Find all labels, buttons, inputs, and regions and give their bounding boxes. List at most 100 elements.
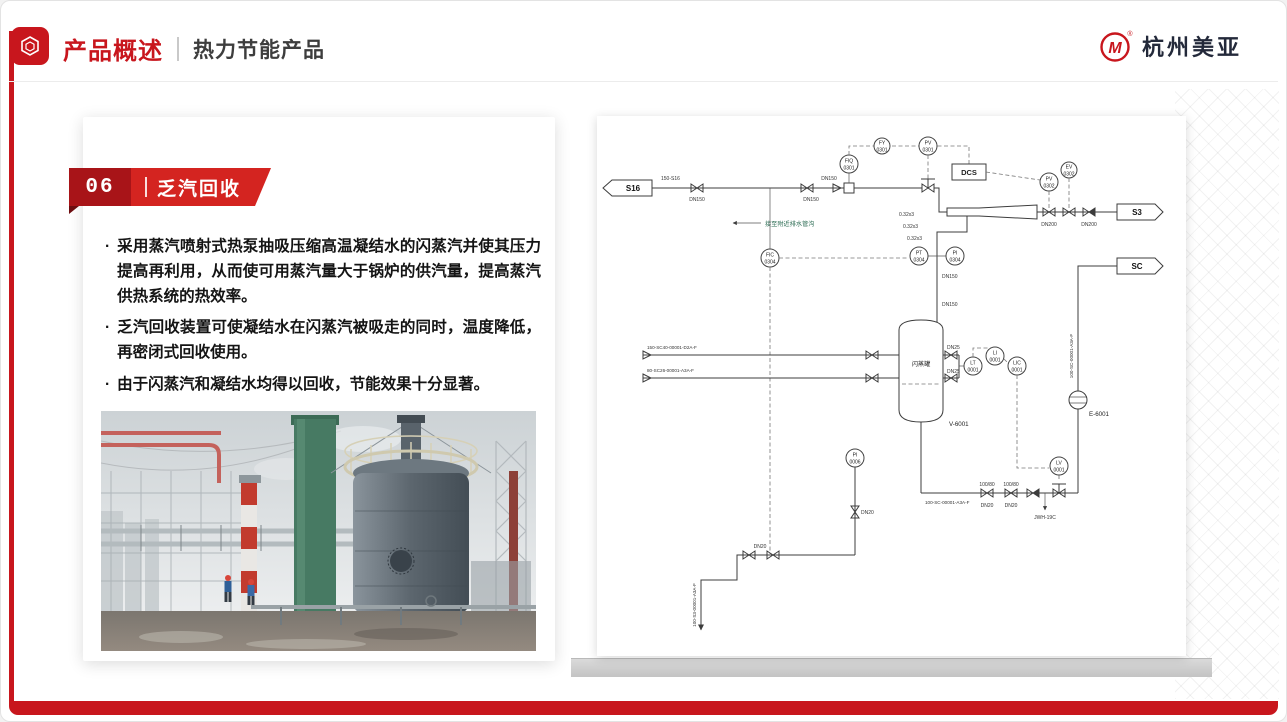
svg-text:0001: 0001 [1053, 468, 1064, 474]
diagram-pedestal [571, 658, 1212, 677]
svg-text:LI: LI [993, 351, 997, 357]
svg-text:PV: PV [925, 141, 932, 147]
svg-text:0302: 0302 [1043, 184, 1054, 190]
svg-text:DN20: DN20 [861, 510, 874, 516]
section-badge: 06 乏汽回收 [69, 168, 271, 206]
svg-text:0304: 0304 [949, 258, 960, 264]
badge-fold [69, 206, 79, 214]
brand-m-icon: M ® [1100, 30, 1133, 62]
cube-icon [21, 36, 39, 56]
bullet-item: · 由于闪蒸汽和凝结水均得以回收，节能效果十分显著。 [105, 373, 541, 398]
svg-text:0001: 0001 [1011, 368, 1022, 374]
svg-text:80-SC26-00001-A3A-F: 80-SC26-00001-A3A-F [647, 368, 694, 373]
svg-text:0006: 0006 [849, 460, 860, 466]
svg-text:100-S3-00001-A3A-F: 100-S3-00001-A3A-F [692, 583, 697, 627]
bottom-accent-bar [9, 701, 1278, 715]
svg-text:FIC: FIC [766, 253, 774, 259]
svg-text:DCS: DCS [961, 168, 977, 177]
dcs-box: DCS [951, 163, 987, 181]
svg-text:EV: EV [1066, 165, 1073, 171]
bullet-item: · 采用蒸汽喷射式热泵抽吸压缩高温凝结水的闪蒸汽并使其压力提高再利用，从而使可用… [105, 235, 541, 309]
svg-text:DN200: DN200 [1081, 222, 1097, 228]
svg-text:DN20: DN20 [981, 503, 994, 509]
brand-name: 杭州美亚 [1141, 35, 1242, 60]
flag-s3: S3 [1116, 203, 1164, 221]
svg-text:PI: PI [853, 453, 858, 459]
svg-text:SC: SC [1131, 262, 1142, 271]
page-subtitle: 热力节能产品 [193, 38, 325, 62]
drain-note: 接至附近排水管沟 [765, 220, 815, 228]
bullet-list: · 采用蒸汽喷射式热泵抽吸压缩高温凝结水的闪蒸汽并使其压力提高再利用，从而使可用… [105, 235, 541, 405]
svg-text:E-6001: E-6001 [1089, 411, 1110, 418]
svg-text:150-SC40-00001-D2A-F: 150-SC40-00001-D2A-F [647, 345, 697, 350]
svg-text:DN150: DN150 [803, 197, 819, 203]
header-logo-badge [11, 27, 49, 65]
svg-text:100-SC-00001-A3A-F: 100-SC-00001-A3A-F [925, 500, 970, 505]
section-title: 乏汽回收 [157, 178, 242, 200]
flash-tank: 闪蒸罐 [898, 319, 944, 423]
bullet-text: 由于闪蒸汽和凝结水均得以回收，节能效果十分显著。 [117, 375, 490, 393]
svg-text:S16: S16 [626, 184, 641, 193]
bullet-text: 乏汽回收装置可使凝结水在闪蒸汽被吸走的同时，温度降低，再密闭式回收使用。 [117, 319, 541, 362]
svg-text:LT: LT [970, 361, 975, 367]
svg-text:0.32x3: 0.32x3 [899, 212, 914, 218]
header: 产品概述 热力节能产品 [63, 31, 325, 66]
svg-text:LV: LV [1056, 461, 1062, 467]
svg-text:0.32x3: 0.32x3 [907, 236, 922, 242]
bullet-text: 采用蒸汽喷射式热泵抽吸压缩高温凝结水的闪蒸汽并使其压力提高再利用，从而使可用蒸汽… [117, 238, 541, 305]
worker-figure [247, 579, 255, 605]
svg-text:DN150: DN150 [821, 176, 837, 182]
svg-text:0304: 0304 [913, 258, 924, 264]
svg-text:DN150: DN150 [942, 302, 958, 308]
flag-s16: S16 [602, 179, 653, 197]
background-diamond-pattern [1175, 89, 1279, 699]
worker-figure [224, 575, 232, 602]
header-rule [9, 81, 1278, 82]
svg-text:100/80: 100/80 [979, 482, 995, 488]
svg-text:100/80: 100/80 [1003, 482, 1019, 488]
page-title: 产品概述 [63, 38, 163, 65]
svg-text:150-S16: 150-S16 [661, 176, 680, 182]
svg-text:M: M [1108, 40, 1122, 57]
svg-text:®: ® [1127, 30, 1133, 38]
plant-photo-illustration [101, 411, 536, 651]
content-card: 06 乏汽回收 · 采用蒸汽喷射式热泵抽吸压缩高温凝结水的闪蒸汽并使其压力提高再… [69, 117, 555, 661]
svg-text:PI: PI [953, 251, 958, 257]
svg-text:0301: 0301 [843, 166, 854, 172]
svg-text:V-6001: V-6001 [949, 421, 969, 428]
steam-ejector [946, 204, 1038, 220]
svg-text:0001: 0001 [967, 368, 978, 374]
flag-sc: SC [1116, 257, 1164, 275]
title-divider [177, 36, 179, 61]
svg-text:DN150: DN150 [942, 274, 958, 280]
svg-text:DN25: DN25 [947, 369, 960, 375]
left-accent-strip [9, 31, 14, 701]
bullet-item: · 乏汽回收装置可使凝结水在闪蒸汽被吸走的同时，温度降低，再密闭式回收使用。 [105, 316, 541, 366]
svg-text:S3: S3 [1132, 208, 1142, 217]
svg-text:FIQ: FIQ [845, 159, 853, 165]
section-number: 06 [69, 168, 131, 206]
plant-photo [101, 411, 536, 651]
svg-text:0.32x3: 0.32x3 [903, 224, 918, 230]
svg-text:100-SC-00001-A3A-F: 100-SC-00001-A3A-F [1069, 334, 1074, 379]
svg-text:DN150: DN150 [689, 197, 705, 203]
svg-text:PV: PV [1046, 177, 1053, 183]
brand-logo: M ® 杭州美亚 [1098, 28, 1242, 64]
heat-exchanger [1068, 390, 1088, 410]
badge-separator [145, 177, 147, 197]
section-banner: 乏汽回收 [131, 168, 271, 206]
